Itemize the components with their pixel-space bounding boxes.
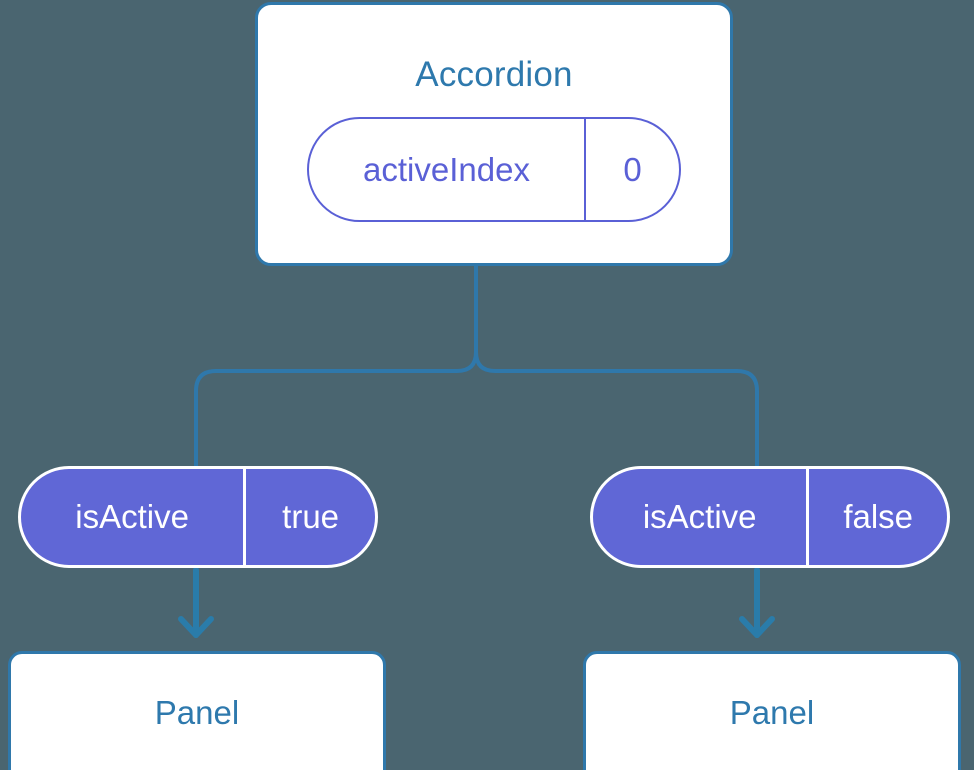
connector-root-split-left <box>194 350 478 468</box>
component-title-panel-right: Panel <box>729 694 815 731</box>
state-pill-activeindex-key: activeIndex <box>363 150 530 188</box>
prop-pill-isactive-right-key: isActive <box>642 498 757 535</box>
state-pill-activeindex[interactable]: activeIndex 0 <box>307 117 681 222</box>
connector-root-split <box>474 264 759 468</box>
component-card-panel-right[interactable]: Panel <box>583 651 961 770</box>
arrow-right-head-icon <box>739 616 775 638</box>
prop-pill-isactive-right[interactable]: isActive false <box>590 466 950 568</box>
prop-pill-isactive-left-key: isActive <box>75 498 189 535</box>
arrow-left-head-icon <box>178 616 214 638</box>
component-title-panel-left: Panel <box>154 694 240 731</box>
component-card-panel-left[interactable]: Panel <box>8 651 386 770</box>
prop-pill-isactive-left-value: true <box>243 469 375 565</box>
component-title-accordion: Accordion <box>415 55 573 94</box>
prop-pill-isactive-left[interactable]: isActive true <box>18 466 378 568</box>
prop-pill-isactive-right-value: false <box>806 469 947 565</box>
state-pill-activeindex-value: 0 <box>584 119 679 220</box>
